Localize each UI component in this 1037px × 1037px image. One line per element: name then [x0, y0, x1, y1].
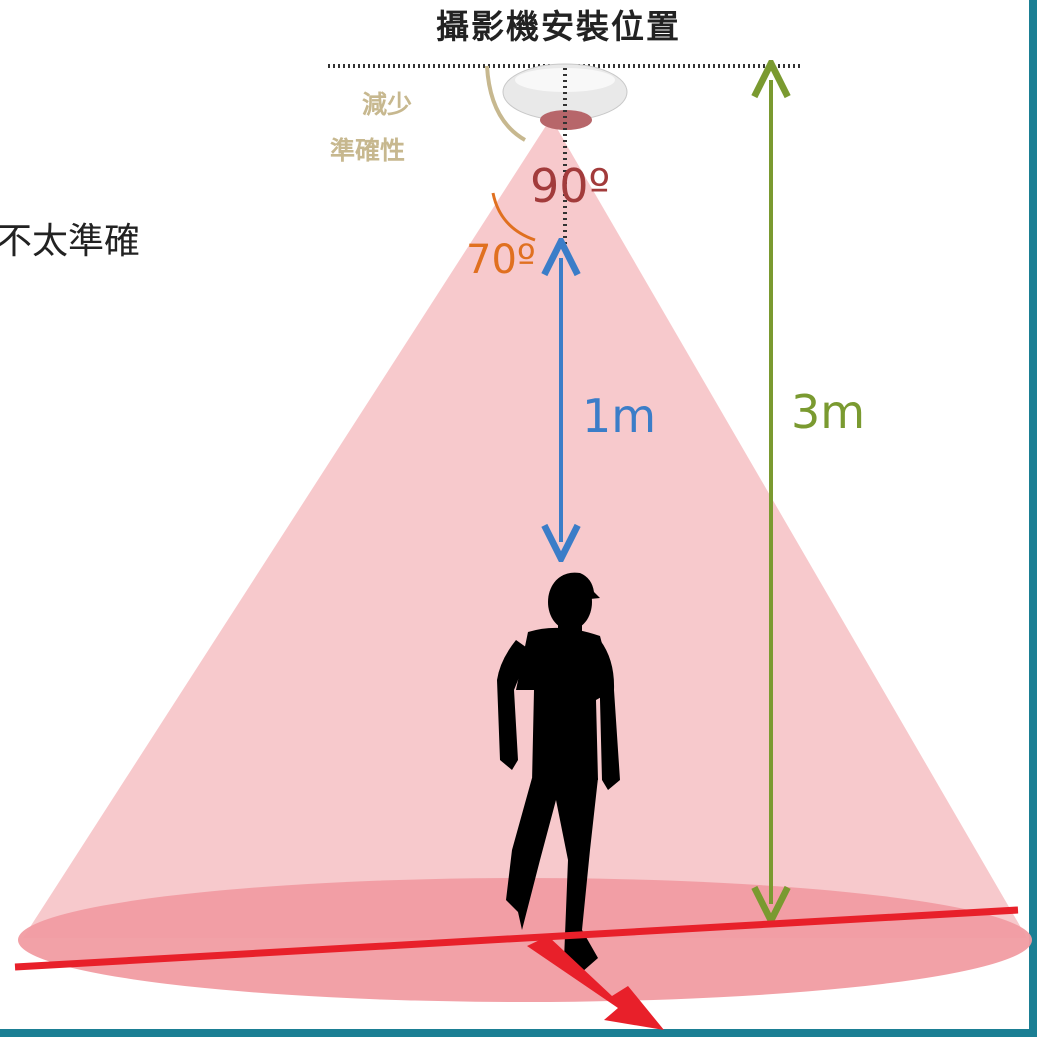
angle-70-label: 70º	[466, 237, 536, 283]
reduced-accuracy-label-line-2: 準確性	[330, 136, 406, 165]
walking-direction-arrow-icon	[527, 936, 664, 1030]
angle-90-label: 90º	[530, 159, 611, 213]
angle-70-arc	[491, 192, 536, 242]
page-title: 攝影機安裝位置	[436, 7, 681, 46]
person-silhouette-icon	[497, 572, 620, 972]
camera-dome-icon	[502, 63, 628, 130]
floor-direction-line	[14, 906, 1019, 971]
reduced-accuracy-label-line-1: 減少	[362, 90, 413, 119]
less-accurate-text: 不太準確	[0, 221, 141, 262]
distance-3m-label: 3m	[791, 385, 866, 439]
frame-bottom-border	[0, 1029, 1037, 1037]
frame-right-border	[1029, 0, 1037, 1037]
distance-1m-label: 1m	[582, 389, 657, 443]
reduced-accuracy-arc	[485, 65, 527, 142]
